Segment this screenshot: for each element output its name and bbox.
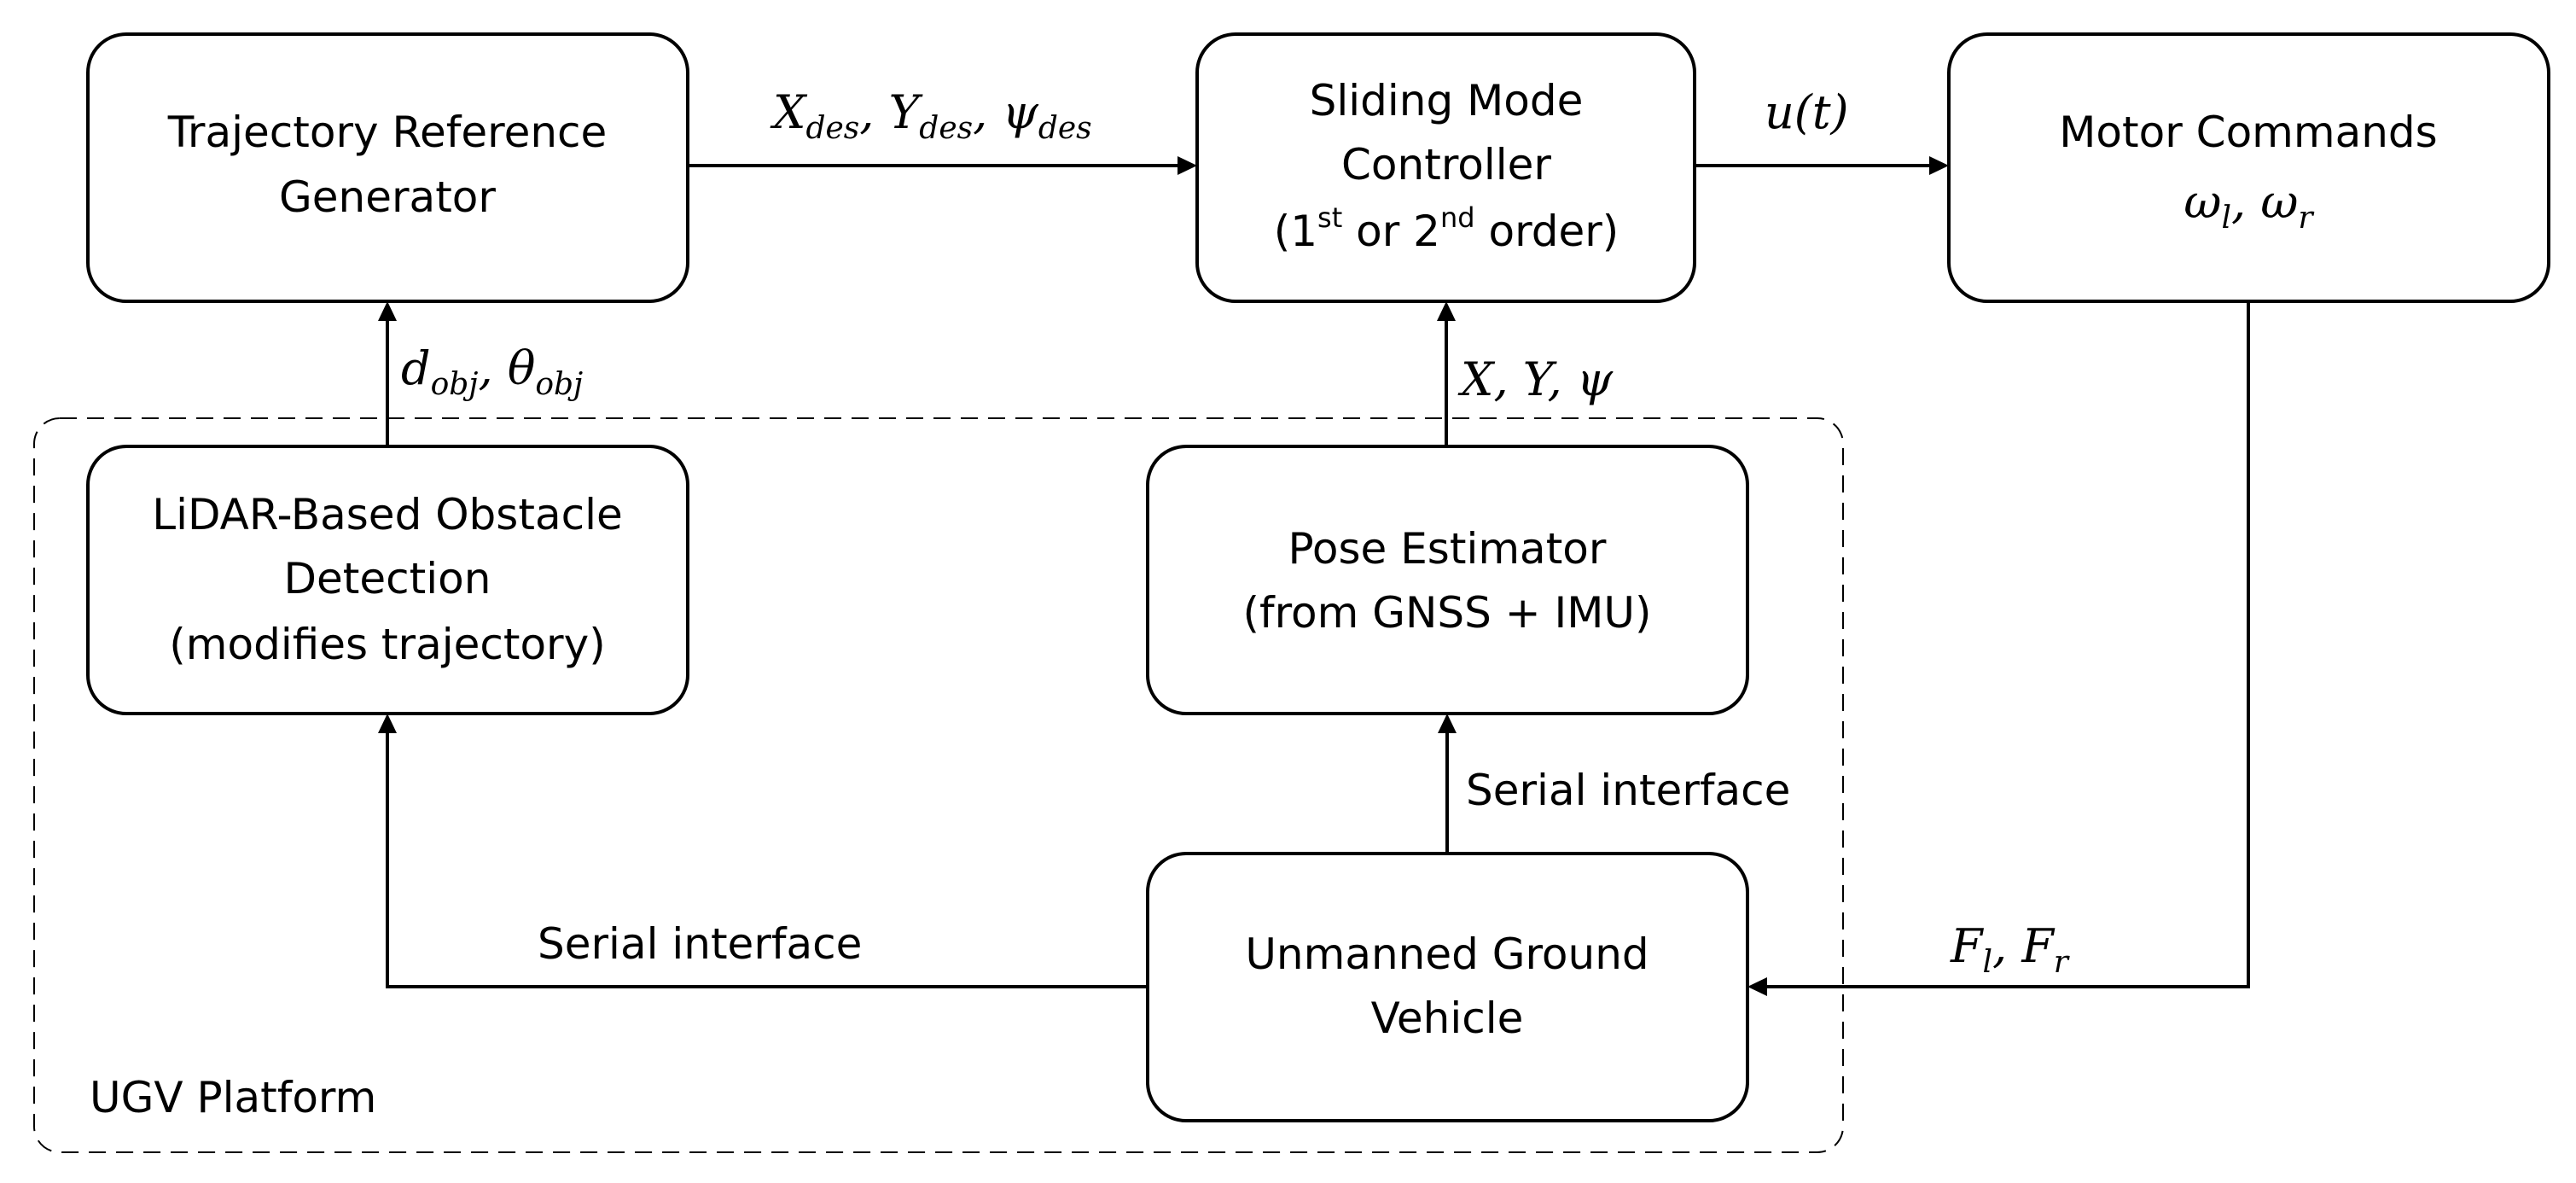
ugv-block-line1: Unmanned Ground bbox=[1245, 929, 1649, 979]
ugv-block-line2: Vehicle bbox=[1371, 994, 1524, 1043]
pose-block-line1: Pose Estimator bbox=[1288, 524, 1607, 574]
trajectory-reference-generator-block: Trajectory Reference Generator bbox=[86, 32, 689, 303]
smc-block-line2: Controller bbox=[1341, 140, 1551, 189]
motor-block-omega-label: ωl, ωr bbox=[2183, 175, 2314, 236]
arrow-trajectory-to-smc bbox=[688, 156, 1197, 175]
ugv-platform-boundary bbox=[33, 417, 1844, 1153]
ugv-platform-label: UGV Platform bbox=[90, 1073, 376, 1122]
arrow-motor-to-ugv bbox=[1747, 301, 2250, 996]
motor-block-line1: Motor Commands bbox=[2059, 108, 2437, 157]
arrow-ugv-to-lidar bbox=[378, 714, 1148, 988]
serial-interface-label-lidar: Serial interface bbox=[538, 919, 862, 969]
desired-pose-signal-label: Xdes, Ydes, ψdes bbox=[770, 85, 1092, 146]
lidar-block-line3: (modifies trajectory) bbox=[169, 620, 605, 669]
lidar-block-line1: LiDAR-Based Obstacle bbox=[152, 490, 622, 539]
arrow-pose-to-smc bbox=[1437, 301, 1456, 446]
pose-block-line2: (from GNSS + IMU) bbox=[1242, 588, 1651, 638]
arrow-ugv-to-pose bbox=[1438, 714, 1457, 854]
lidar-obstacle-detection-block: LiDAR-Based Obstacle Detection (modifies… bbox=[86, 445, 689, 715]
smc-block-line3: (1st or 2nd order) bbox=[1274, 201, 1619, 256]
pose-signal-label: X, Y, ψ bbox=[1457, 353, 1614, 406]
lidar-block-line2: Detection bbox=[284, 554, 491, 603]
serial-interface-label-pose: Serial interface bbox=[1466, 766, 1790, 815]
unmanned-ground-vehicle-block: Unmanned Ground Vehicle bbox=[1146, 852, 1749, 1122]
trajectory-block-line1: Trajectory Reference bbox=[167, 108, 608, 157]
arrow-smc-to-motor bbox=[1695, 156, 1949, 175]
obstacle-signal-label: dobj, θobj bbox=[401, 341, 583, 402]
force-signal-label: Fl, Fr bbox=[1950, 919, 2070, 980]
control-signal-label: u(t) bbox=[1765, 85, 1849, 139]
pose-estimator-block: Pose Estimator (from GNSS + IMU) bbox=[1146, 445, 1749, 715]
smc-block-line1: Sliding Mode bbox=[1310, 76, 1584, 125]
arrow-lidar-to-trajectory bbox=[378, 301, 397, 446]
trajectory-block-line2: Generator bbox=[279, 172, 496, 222]
sliding-mode-controller-block: Sliding Mode Controller (1st or 2nd orde… bbox=[1195, 32, 1696, 303]
motor-commands-block: Motor Commands ωl, ωr bbox=[1947, 32, 2550, 303]
